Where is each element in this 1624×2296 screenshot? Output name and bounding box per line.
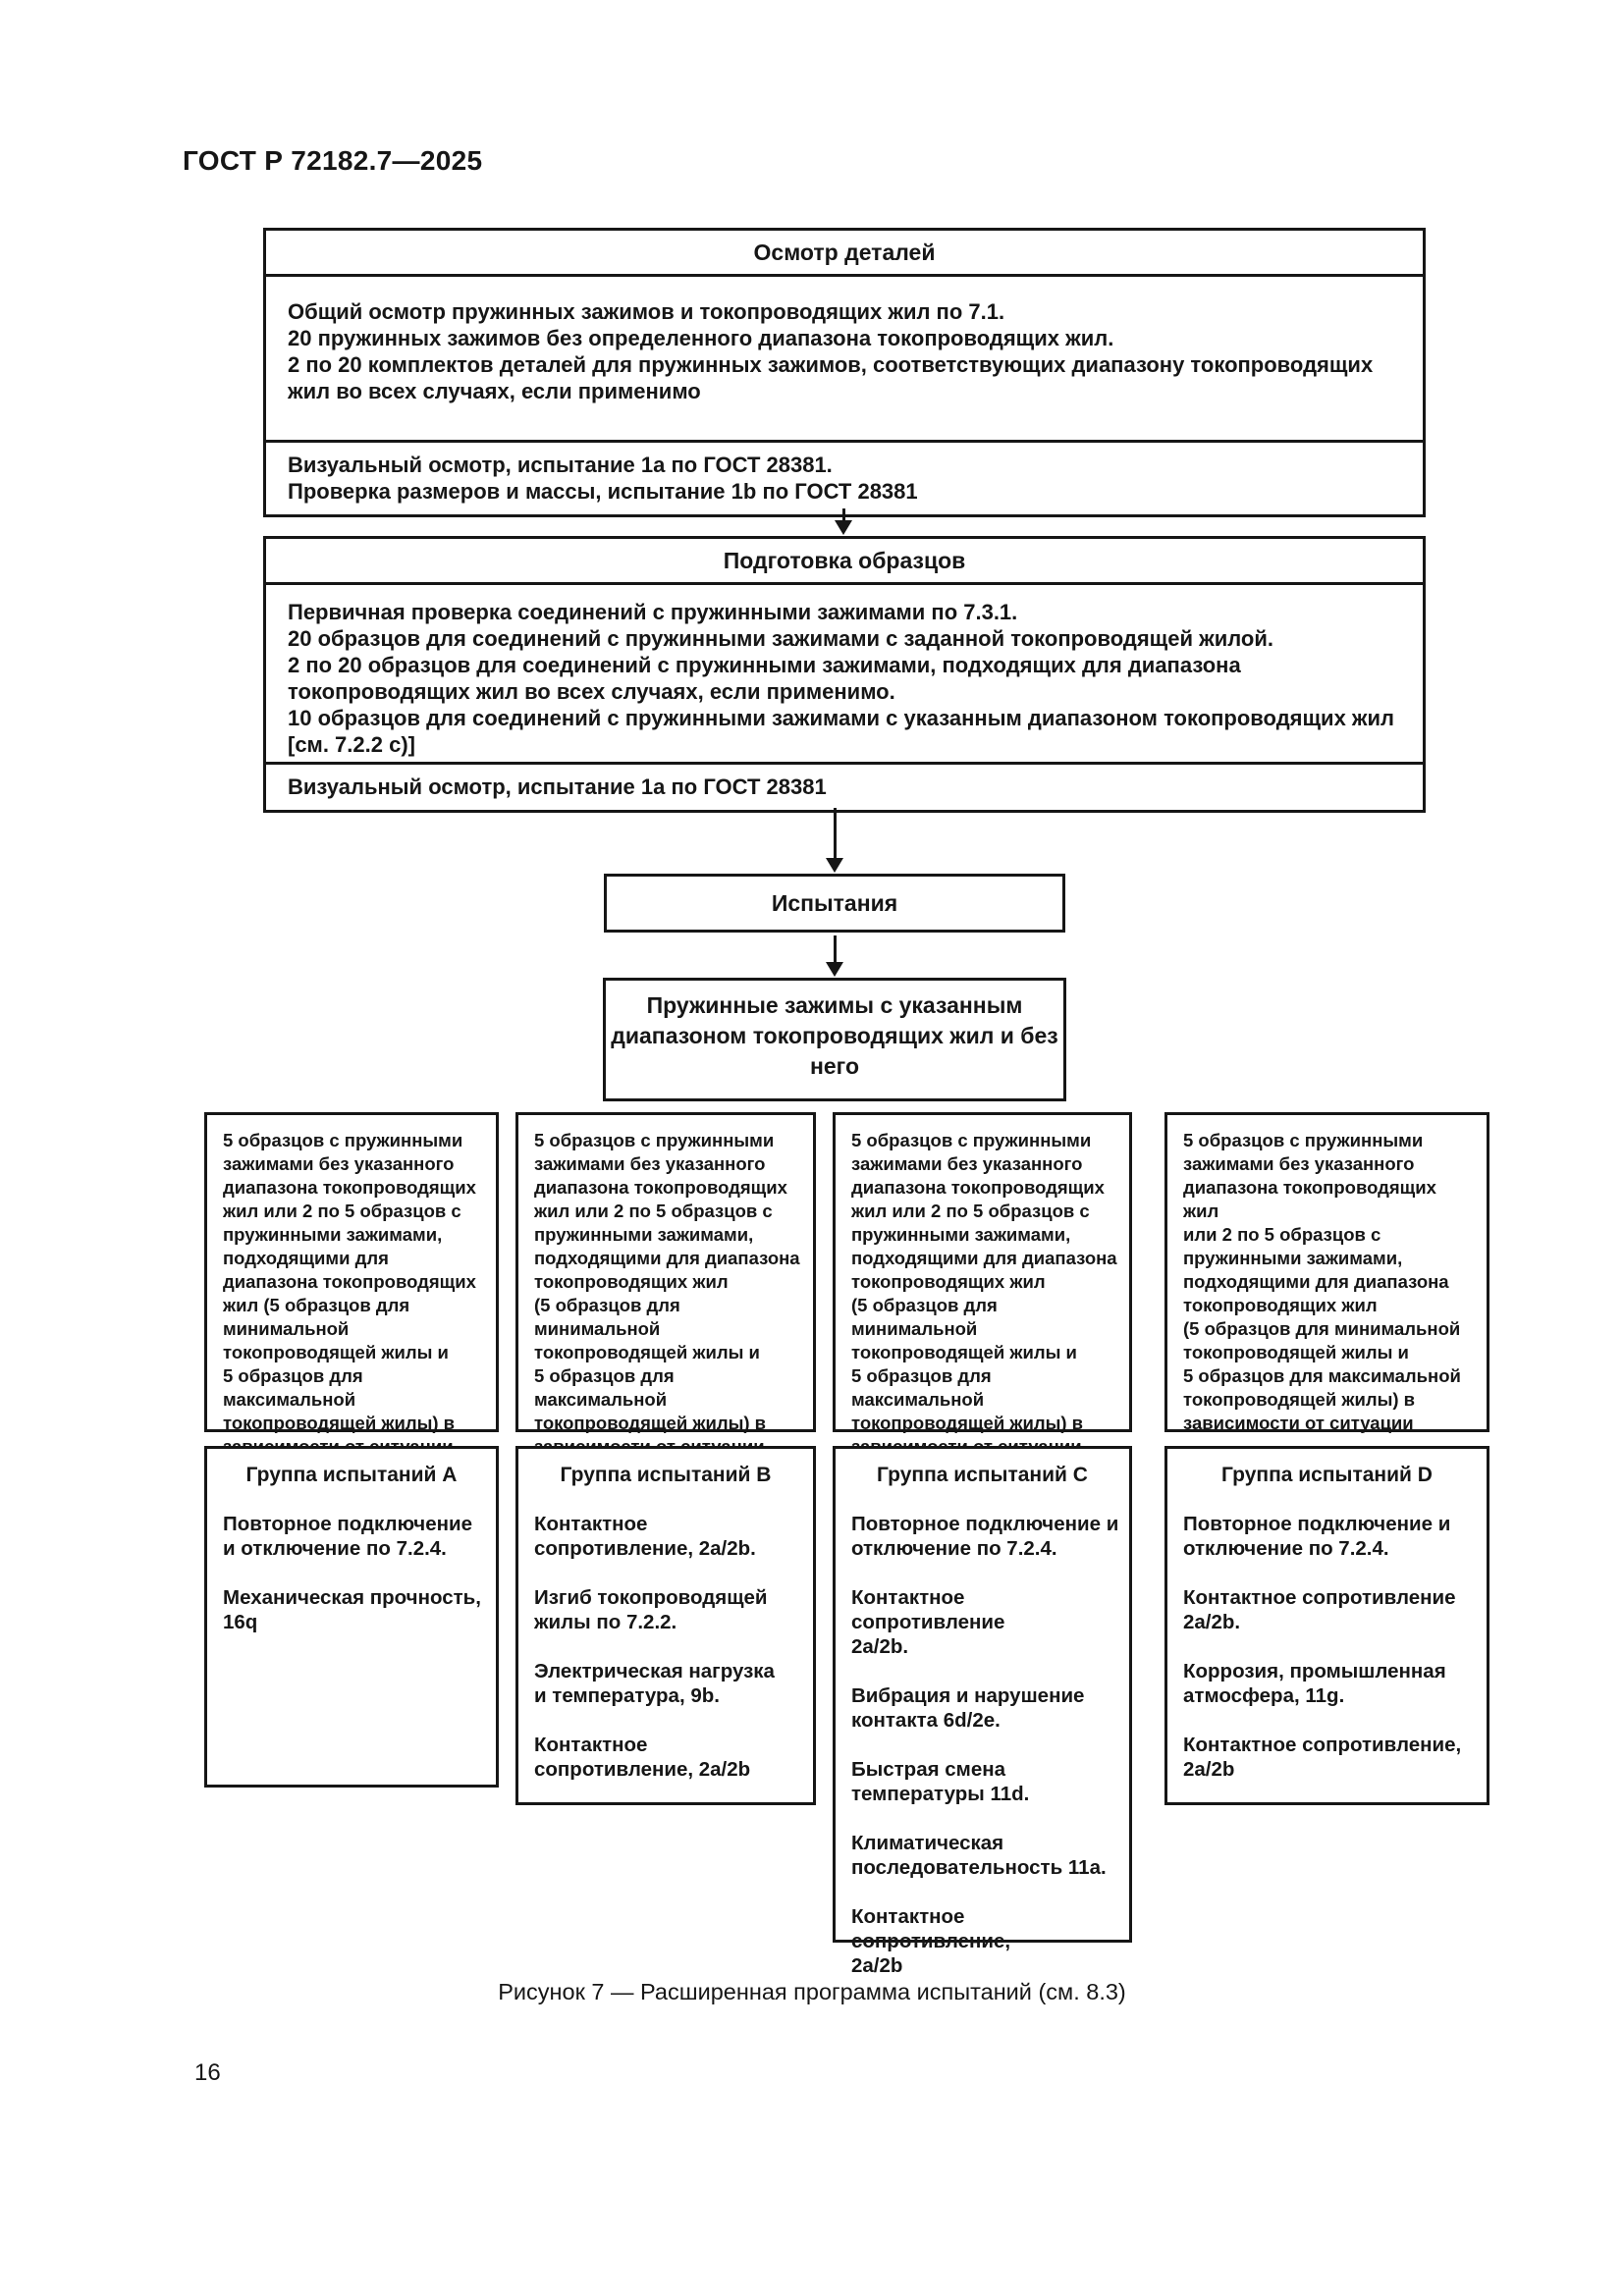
flow-arrow-line — [834, 808, 837, 860]
test-group-c-items: Повторное подключение и отключение по 7.… — [851, 1513, 1119, 1977]
flow-arrow-line — [842, 508, 845, 522]
flow-arrow-line — [834, 935, 837, 964]
sample-box-1: 5 образцов с пружинными зажимами без ука… — [204, 1112, 499, 1457]
inspection-footer: Визуальный осмотр, испытание 1a по ГОСТ … — [266, 440, 1423, 514]
test-group-a-title: Группа испытаний A — [245, 1464, 458, 1486]
flowchart-box-clamps-note: Пружинные зажимы с указанным диапазоном … — [603, 978, 1066, 1101]
test-group-d-title: Группа испытаний D — [1221, 1464, 1433, 1486]
test-group-a-items: Повторное подключение и отключение по 7.… — [223, 1513, 481, 1633]
test-group-b-title: Группа испытаний B — [560, 1464, 772, 1486]
test-group-c-box: Группа испытаний C Повторное подключение… — [833, 1446, 1132, 1977]
preparation-body: Первичная проверка соединений с пружинны… — [288, 600, 1395, 757]
preparation-footer: Визуальный осмотр, испытание 1a по ГОСТ … — [266, 762, 1423, 810]
test-group-b-items: Контактное сопротивление, 2a/2b. Изгиб т… — [534, 1513, 775, 1781]
flowchart-box-tests: Испытания — [604, 874, 1065, 933]
flow-arrow-head — [826, 858, 843, 873]
flow-arrow-head — [826, 962, 843, 977]
sample-box-3: 5 образцов с пружинными зажимами без ука… — [833, 1112, 1132, 1457]
test-group-b-box: Группа испытаний B Контактное сопротивле… — [515, 1446, 816, 1805]
page-number: 16 — [194, 2059, 221, 2086]
figure-caption: Рисунок 7 — Расширенная программа испыта… — [498, 1979, 1126, 2004]
test-group-c-title: Группа испытаний C — [877, 1464, 1088, 1486]
flowchart-box-inspection: Осмотр деталей Общий осмотр пружинных за… — [263, 228, 1426, 517]
test-group-d-items: Повторное подключение и отключение по 7.… — [1183, 1513, 1462, 1781]
inspection-title: Осмотр деталей — [266, 231, 1423, 277]
standard-code: ГОСТ Р 72182.7—2025 — [183, 145, 483, 176]
preparation-title: Подготовка образцов — [266, 539, 1423, 585]
test-group-a-box: Группа испытаний A Повторное подключение… — [204, 1446, 499, 1788]
tests-label: Испытания — [771, 889, 898, 916]
flowchart-box-preparation: Подготовка образцов Первичная проверка с… — [263, 536, 1426, 813]
flow-arrow-head — [835, 520, 852, 535]
sample-box-4: 5 образцов с пружинными зажимами без ука… — [1164, 1112, 1489, 1433]
inspection-body: Общий осмотр пружинных зажимов и токопро… — [288, 299, 1374, 403]
sample-box-2: 5 образцов с пружинными зажимами без ука… — [515, 1112, 816, 1457]
test-group-d-box: Группа испытаний D Повторное подключение… — [1164, 1446, 1489, 1805]
